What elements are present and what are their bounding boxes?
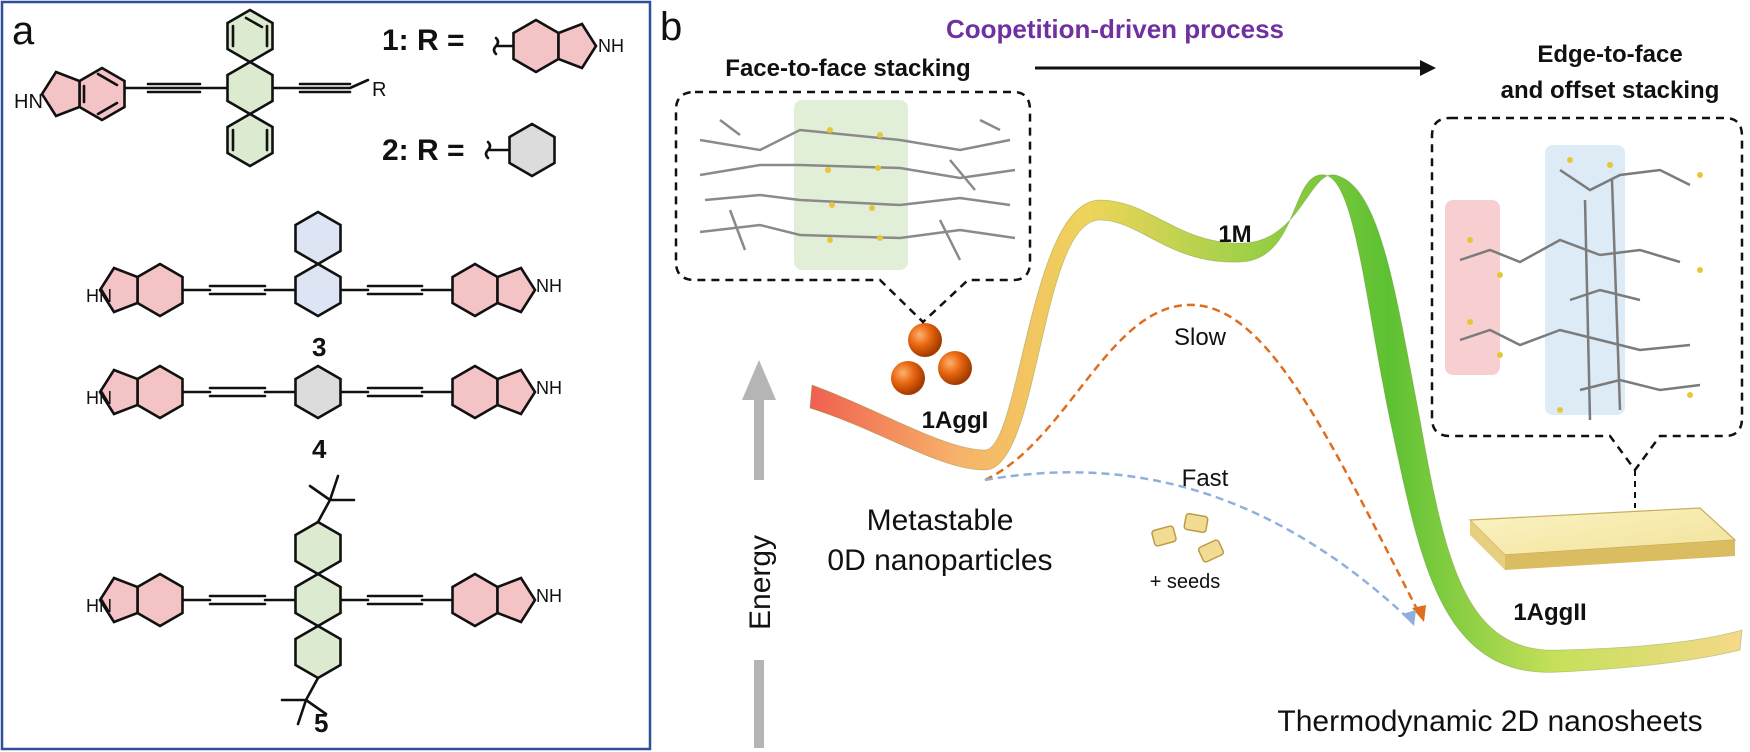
label-1aggi: 1AggI (922, 407, 989, 434)
face-to-face-title: Face-to-face stacking (725, 55, 970, 82)
nh-label: NH (536, 378, 562, 398)
compound-5-structure (98, 474, 537, 726)
compound-5-label: 5 (314, 708, 328, 738)
compound-4-label: 4 (312, 434, 327, 464)
metastable-line-2: 0D nanoparticles (827, 544, 1052, 577)
label-seeds: + seeds (1150, 571, 1221, 593)
r-group-label: R (372, 79, 386, 101)
slow-path-arrowhead (1412, 605, 1426, 622)
nh-label: HN (14, 91, 43, 113)
edge-to-face-title-1: Edge-to-face (1537, 41, 1682, 68)
slow-path (984, 303, 1422, 616)
label-1aggii: 1AggII (1513, 599, 1586, 626)
compound-4-structure (98, 364, 537, 420)
process-arrow (1035, 60, 1436, 76)
r-indole-substituent (492, 18, 598, 74)
fast-path (984, 471, 1411, 621)
nh-label: NH (536, 586, 562, 606)
nanoparticles (891, 323, 972, 395)
panel-a-frame (0, 0, 652, 751)
label-fast: Fast (1182, 465, 1229, 492)
seeds (1151, 512, 1225, 563)
edge-to-face-title-2: and offset stacking (1501, 77, 1720, 104)
nh-label: NH (536, 276, 562, 296)
thermodynamic-label: Thermodynamic 2D nanosheets (1277, 705, 1702, 738)
nh-label: HN (86, 596, 112, 616)
process-title: Coopetition-driven process (946, 14, 1284, 44)
energy-axis (742, 360, 776, 748)
edge-to-face-inset (1430, 116, 1744, 508)
r-phenyl-substituent (484, 122, 556, 178)
face-to-face-inset (674, 90, 1032, 325)
compound-3-label: 3 (312, 332, 326, 362)
compound-3-structure (98, 210, 537, 318)
nh-label: HN (86, 286, 112, 306)
panel-a: a HN R 1: R = (0, 0, 652, 751)
energy-axis-label: Energy (744, 535, 777, 630)
metastable-line-1: Metastable (867, 504, 1014, 537)
label-slow: Slow (1174, 324, 1227, 351)
panel-b: b Coopetition-driven process Face-to-fac… (660, 5, 1744, 748)
label-1m: 1M (1218, 221, 1251, 248)
panel-a-label: a (12, 9, 35, 53)
fast-path-arrowhead (1402, 610, 1416, 626)
panel-b-label: b (660, 5, 682, 49)
compound-1-2-structure: HN R (14, 8, 386, 168)
nh-label: NH (598, 36, 624, 56)
r-definition-2: 2: R = (382, 134, 465, 167)
r-definition-1: 1: R = (382, 24, 465, 57)
nanosheet (1468, 507, 1737, 570)
energy-ribbon (809, 174, 1743, 673)
nh-label: HN (86, 388, 112, 408)
